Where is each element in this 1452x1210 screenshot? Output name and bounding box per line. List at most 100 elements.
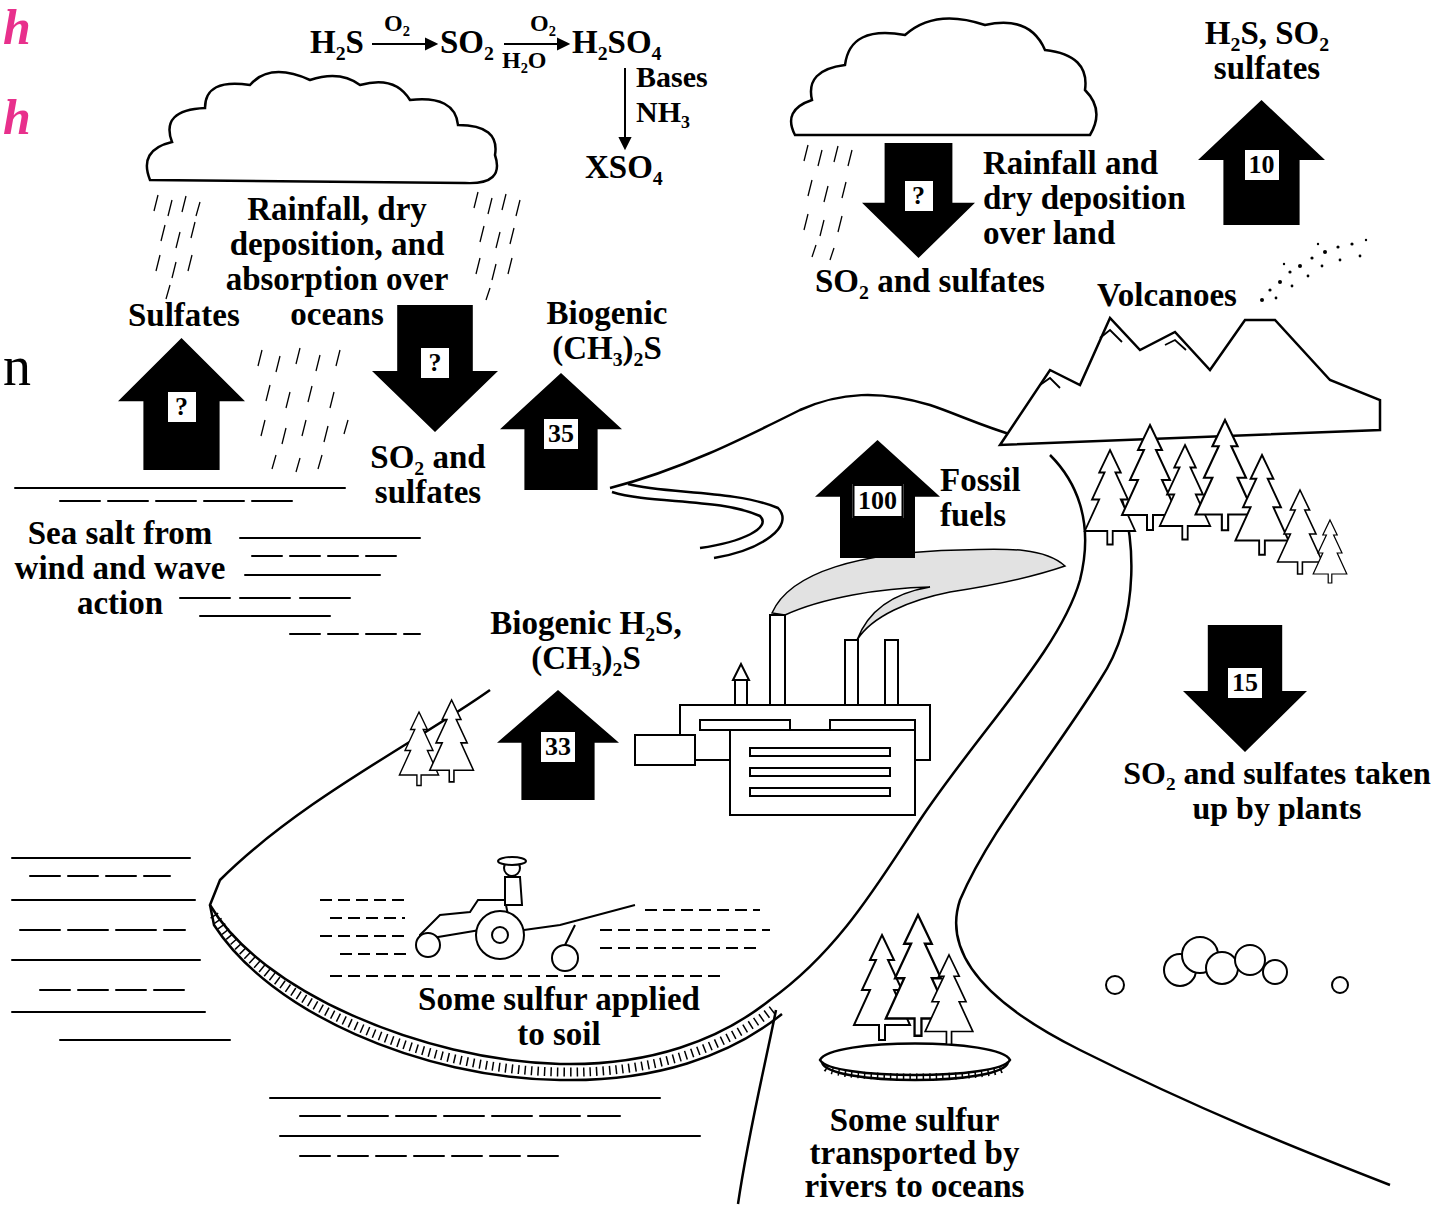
value-box: 35 <box>542 417 580 451</box>
label: O₂ <box>384 10 410 36</box>
field-furrows <box>320 935 408 937</box>
tractor <box>498 857 526 865</box>
river-bank <box>210 455 1390 1204</box>
factory <box>635 615 930 815</box>
bush <box>1106 976 1124 994</box>
field-furrows <box>320 900 770 976</box>
value-box: 15 <box>1226 666 1264 700</box>
reaction-arrow <box>372 43 428 45</box>
volcano-plume <box>1307 275 1310 278</box>
label: Some sulfur transported by rivers to oce… <box>792 1104 1037 1203</box>
sea-waves <box>12 959 200 961</box>
sea-waves <box>40 989 190 991</box>
sea-waves <box>20 929 185 931</box>
block-arrow-shape <box>862 143 975 258</box>
conifer-tree <box>1160 445 1210 540</box>
river-bank <box>738 1010 776 1204</box>
value-box: 33 <box>539 730 577 764</box>
tractor <box>524 905 635 945</box>
conifer-tree <box>1085 450 1135 545</box>
label: NH₃ <box>636 95 690 129</box>
volcano-plume <box>1288 270 1291 273</box>
volcano-plume <box>1336 245 1339 248</box>
sea-waves <box>240 537 420 539</box>
flux-arrow: 33 <box>497 690 619 800</box>
volcano-plume <box>1323 250 1327 254</box>
river-bank <box>214 915 776 1072</box>
volcano-plume <box>1317 243 1319 245</box>
flux-value: ? <box>429 350 442 376</box>
volcano-plume <box>1260 239 1367 302</box>
sea-waves <box>60 500 300 502</box>
factory <box>735 680 747 705</box>
island <box>826 1068 1004 1077</box>
block-arrow-shape <box>1183 625 1307 752</box>
label: H₂S <box>310 25 364 60</box>
label: h <box>3 2 31 52</box>
tractor <box>416 933 440 957</box>
flux-value: ? <box>175 394 188 420</box>
factory <box>750 788 890 796</box>
field-furrows <box>645 909 760 911</box>
volcano-plume <box>1291 285 1294 288</box>
sea-waves <box>60 1039 230 1041</box>
reaction-arrow <box>620 138 630 148</box>
label: SO₂ and sulfates <box>815 264 1045 299</box>
label: Sulfates <box>128 298 240 333</box>
sea-waves <box>30 875 170 877</box>
label: Rainfall, dry deposition, and absorption… <box>212 192 462 332</box>
label: SO₂ and sulfates taken up by plants <box>1108 756 1446 826</box>
flux-arrow: ? <box>372 305 498 432</box>
cloud <box>147 72 497 183</box>
volcano-plume <box>1268 288 1271 291</box>
conifer-tree <box>399 712 438 786</box>
factory <box>733 664 749 680</box>
factory <box>730 730 915 815</box>
conifer-tree <box>430 700 474 782</box>
flux-arrow: 15 <box>1183 625 1307 752</box>
volcano-plume <box>1350 242 1353 245</box>
conifer-tree <box>399 420 1346 1044</box>
conifer-tree <box>925 955 973 1044</box>
sea-waves <box>200 615 330 617</box>
mountain <box>1040 330 1186 388</box>
label: SO₂ and sulfates <box>358 440 498 510</box>
block-arrow-shape <box>372 305 498 432</box>
label: Bases <box>636 60 708 94</box>
label: H₂S, SO₂ sulfates <box>1187 16 1347 86</box>
bush <box>1106 937 1348 994</box>
flux-arrow: ? <box>862 143 975 258</box>
tractor <box>505 877 522 905</box>
flux-arrow: 100 <box>815 440 940 558</box>
volcano-plume <box>1278 280 1282 284</box>
flux-arrow: ? <box>118 338 245 470</box>
flux-arrow: 35 <box>500 373 622 490</box>
factory <box>885 640 898 705</box>
value-box: 10 <box>1243 148 1281 182</box>
field-furrows <box>600 947 760 949</box>
sea-waves <box>12 899 195 901</box>
flux-value: 33 <box>545 734 571 760</box>
island <box>820 1044 1010 1081</box>
tractor <box>492 927 508 943</box>
island <box>822 1062 1008 1080</box>
bush <box>1235 945 1265 975</box>
tractor <box>416 857 635 971</box>
label: Volcanoes <box>1097 278 1237 313</box>
sea-waves <box>12 857 190 859</box>
block-arrow-shape <box>1198 100 1325 225</box>
river-bank <box>210 455 1085 1064</box>
label: n <box>3 338 31 394</box>
factory <box>635 735 695 765</box>
sea-waves <box>300 1115 620 1117</box>
volcano-plume <box>1365 239 1367 241</box>
flux-value: 15 <box>1232 670 1258 696</box>
field-furrows <box>320 899 405 901</box>
label: Biogenic H₂S, (CH₃)₂S <box>471 606 701 676</box>
tractor <box>552 945 578 971</box>
river-bank <box>210 905 782 1080</box>
volcano-plume <box>1359 255 1362 258</box>
value-box: 100 <box>852 484 903 518</box>
sea-waves <box>270 1097 660 1099</box>
